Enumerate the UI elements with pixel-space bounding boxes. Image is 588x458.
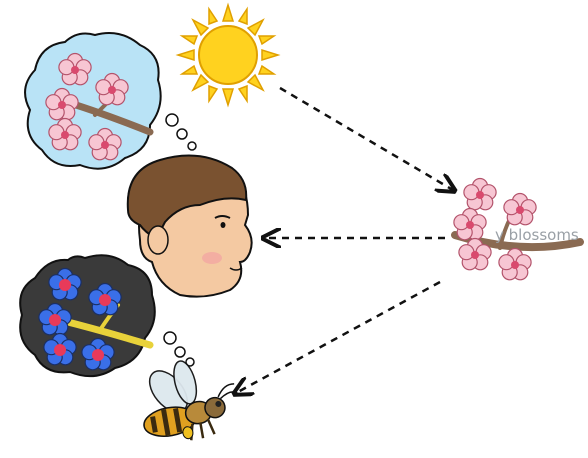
branch-label: y blossoms <box>495 226 579 244</box>
bee-view-blossom-icon <box>20 255 155 376</box>
human-view-blossom-icon <box>25 33 161 169</box>
thought-dots-human <box>166 114 196 150</box>
arrow-sun-to-branch <box>280 88 453 190</box>
arrow-branch-to-bee <box>236 282 440 393</box>
sun-icon <box>178 5 278 105</box>
